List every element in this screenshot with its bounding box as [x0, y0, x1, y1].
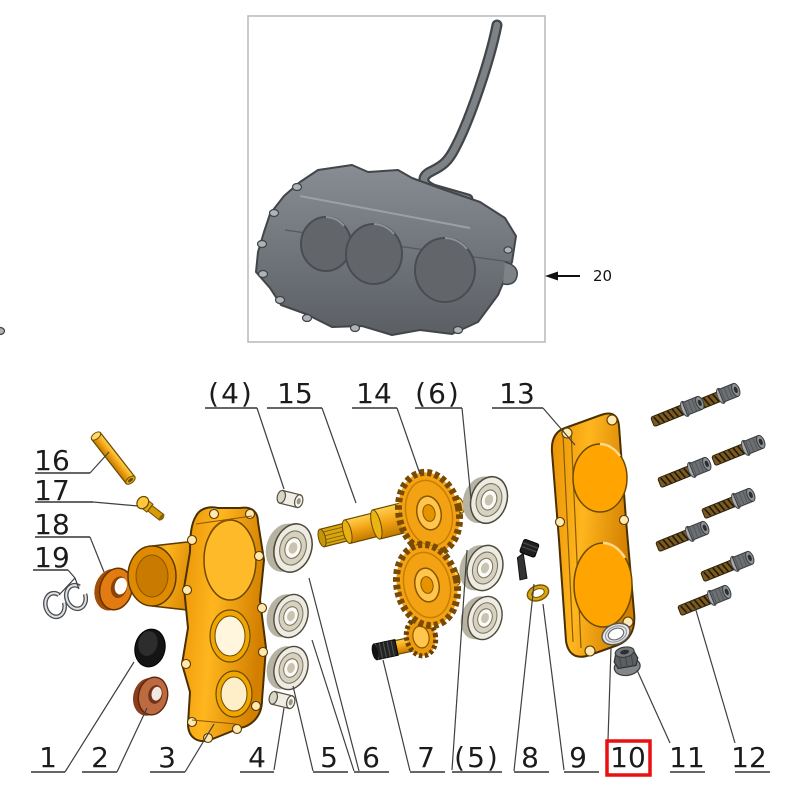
- callout-3[interactable]: 3: [158, 741, 176, 774]
- callout-15[interactable]: 15: [277, 377, 313, 410]
- callout-10-selected[interactable]: 10: [610, 741, 646, 774]
- leader-lines: [58, 407, 736, 773]
- callout-18[interactable]: 18: [34, 508, 70, 541]
- part-sensor-8: [516, 538, 540, 581]
- selected-callout-highlight-box: [605, 739, 652, 777]
- callout-underlines: [31, 407, 770, 773]
- part-housing-3: [127, 506, 269, 744]
- part-seal-2: [132, 676, 169, 716]
- callout-14[interactable]: 14: [356, 377, 392, 410]
- part-cover-13: [550, 412, 636, 658]
- part-seal-ring-10: [601, 622, 631, 646]
- part-bushing-4-top: [275, 488, 305, 510]
- callout-8[interactable]: 8: [521, 741, 539, 774]
- inset-callout-label: 20: [593, 267, 612, 285]
- assembled-gearbox-body: [0, 164, 518, 336]
- part-plug-11: [613, 646, 641, 677]
- callout-13[interactable]: 13: [499, 377, 535, 410]
- part-bearing-right-1: [456, 468, 515, 531]
- part-breather-screw-17: [136, 495, 165, 521]
- callout-11[interactable]: 11: [669, 741, 705, 774]
- inset-assembled-view: 20: [0, 15, 612, 343]
- callout-qty-4[interactable]: (4): [208, 377, 254, 410]
- callout-7[interactable]: 7: [417, 741, 435, 774]
- part-cap-1: [134, 628, 166, 668]
- callout-qty-5[interactable]: (5): [454, 741, 500, 774]
- part-bearing-left-1: [258, 515, 319, 581]
- arrow-head-icon: [545, 271, 558, 281]
- part-bearing-right-3: [454, 589, 509, 647]
- callout-9[interactable]: 9: [569, 741, 587, 774]
- callout-2[interactable]: 2: [91, 741, 109, 774]
- part-bearing-right-2: [453, 537, 510, 599]
- part-bushing-4-bottom: [267, 689, 297, 711]
- callout-19[interactable]: 19: [34, 541, 70, 574]
- inset-callout-20[interactable]: 20: [545, 267, 612, 285]
- part-ring-9: [526, 584, 550, 602]
- part-bearing-left-2: [260, 587, 315, 645]
- part-gear-14: [391, 467, 467, 560]
- callout-1[interactable]: 1: [39, 741, 57, 774]
- part-bolts-12: [648, 380, 768, 620]
- callout-5[interactable]: 5: [320, 741, 338, 774]
- part-pin-16: [90, 431, 136, 485]
- callout-4[interactable]: 4: [248, 741, 266, 774]
- callout-12[interactable]: 12: [731, 741, 767, 774]
- part-bearing-left-3: [260, 639, 315, 697]
- callout-6[interactable]: 6: [362, 741, 380, 774]
- shift-lever: [418, 19, 503, 205]
- callout-17[interactable]: 17: [34, 474, 70, 507]
- callout-qty-6[interactable]: (6): [415, 377, 461, 410]
- callout-16[interactable]: 16: [34, 444, 70, 477]
- part-gear-shaft-7: [371, 539, 464, 661]
